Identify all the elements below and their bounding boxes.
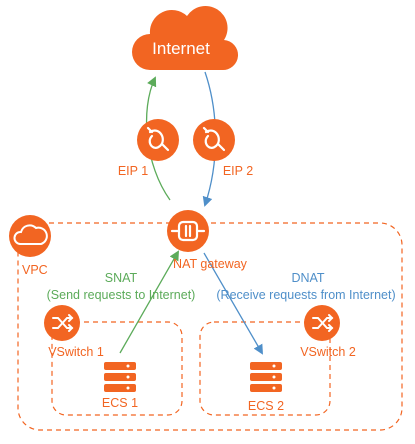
nat-gateway-node: NAT gateway <box>167 210 248 271</box>
ecs-2-label: ECS 2 <box>248 399 284 413</box>
vswitch-2-node: VSwitch 2 <box>300 305 356 359</box>
eip-link-icon <box>193 119 235 161</box>
dnat-subtitle: (Receive requests from Internet) <box>216 288 395 302</box>
ecs-server-leds <box>126 364 130 390</box>
vpc-cloud-icon <box>9 215 51 257</box>
ecs-2-node: ECS 2 <box>248 362 284 413</box>
dnat-annotation: DNAT (Receive requests from Internet) <box>216 271 395 302</box>
ecs-server-icon <box>104 362 136 392</box>
shuffle-glyph <box>52 314 74 332</box>
snat-subtitle: (Send requests to Internet) <box>47 288 196 302</box>
vpc-node: VPC <box>9 215 51 277</box>
internet-node: Internet <box>132 5 239 71</box>
vpc-cloud-glyph <box>13 224 48 245</box>
eip-link-icon <box>137 119 179 161</box>
eip-1-node: EIP 1 <box>118 119 179 178</box>
vswitch-1-label: VSwitch 1 <box>48 345 104 359</box>
dnat-title: DNAT <box>291 271 324 285</box>
eip-1-label: EIP 1 <box>118 164 148 178</box>
vswitch-2-label: VSwitch 2 <box>300 345 356 359</box>
nat-gateway-glyph <box>170 220 206 242</box>
ecs-1-node: ECS 1 <box>102 362 138 410</box>
ecs-server-icon <box>250 362 282 392</box>
ecs-server-leds <box>272 364 276 390</box>
vpc-boundary <box>17 222 403 431</box>
internet-label: Internet <box>152 39 210 58</box>
vpc-label: VPC <box>22 263 48 277</box>
snat-annotation: SNAT (Send requests to Internet) <box>47 271 196 302</box>
eip-link-glyph <box>202 126 226 152</box>
vswitch-1-node: VSwitch 1 <box>44 305 104 359</box>
eip-2-node: EIP 2 <box>193 119 253 178</box>
snat-arrow-ecs1-to-nat <box>119 250 179 354</box>
nat-gateway-icon <box>167 210 209 252</box>
eip-link-glyph <box>146 126 170 152</box>
snat-title: SNAT <box>105 271 138 285</box>
eip-2-label: EIP 2 <box>223 164 253 178</box>
vswitch-2-boundary <box>199 321 331 416</box>
dnat-arrow-nat-to-ecs2 <box>203 252 264 355</box>
nat-gateway-label: NAT gateway <box>173 257 248 271</box>
cloud-icon <box>132 5 239 71</box>
ecs-1-label: ECS 1 <box>102 396 138 410</box>
shuffle-glyph <box>312 314 334 332</box>
vswitch-1-boundary <box>51 321 183 416</box>
